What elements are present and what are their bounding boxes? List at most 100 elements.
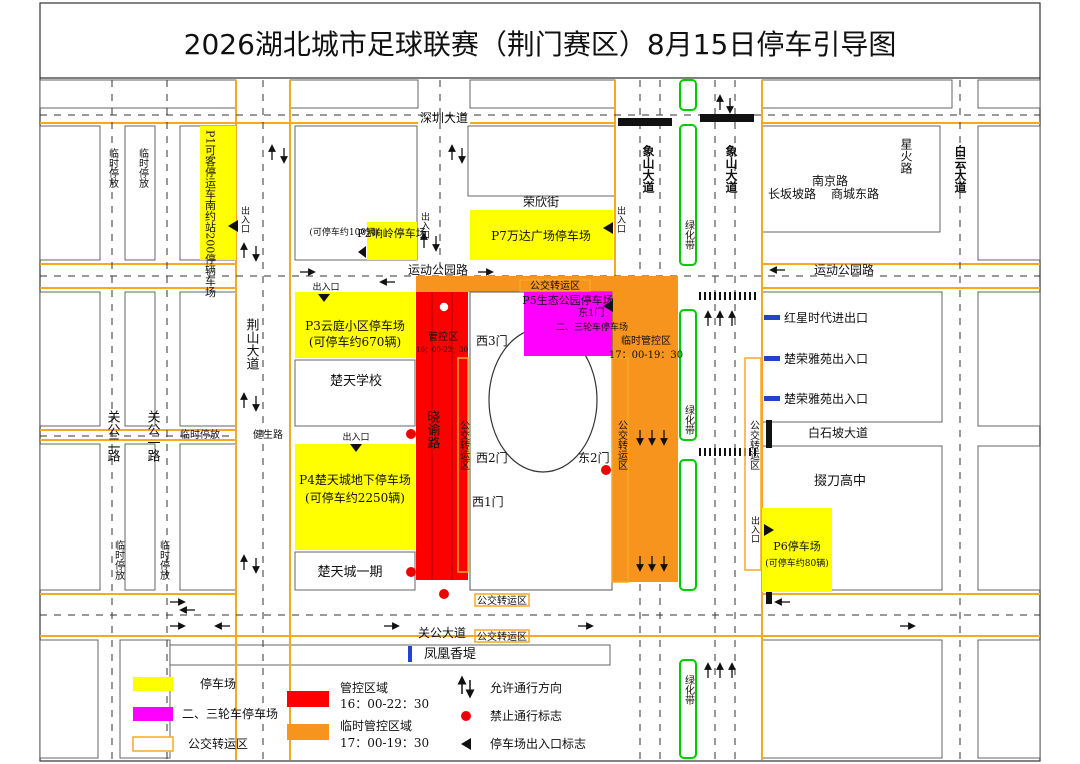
gate-east2: 东2门 xyxy=(578,450,610,465)
churong-marker-1 xyxy=(764,356,780,361)
legend-direction-label: 允许通行方向 xyxy=(490,680,562,695)
p4-label: P4楚天城地下停车场 xyxy=(299,472,411,487)
legend-temp-time: 17：00-19：30 xyxy=(340,736,429,750)
greenbelt-label-1: 绿化带 xyxy=(683,219,695,251)
legend-temp-swatch xyxy=(287,724,329,740)
gate-west1: 西1门 xyxy=(472,494,504,509)
road-guangong1: 关公一路 xyxy=(145,410,161,462)
p1-label: P1可客停运车南约站200停辆车场 xyxy=(204,130,217,298)
legend-parking-label: 停车场 xyxy=(200,676,236,691)
legend-control-time: 16：00-22：30 xyxy=(340,697,429,711)
greenbelt-label-3: 绿化带 xyxy=(683,674,695,706)
road-block-1 xyxy=(618,118,672,126)
p5-label: P5生态公园停车场 xyxy=(522,293,613,307)
churong-1: 楚荣雅苑出入口 xyxy=(784,351,868,366)
legend-entrance-icon xyxy=(461,738,471,750)
road-jiansheng: 健生路 xyxy=(253,428,283,441)
entrance-p7: 出入口 xyxy=(615,205,626,233)
fenghuang: 凤凰香堤 xyxy=(424,647,476,662)
temp-parking-2: 临时停放 xyxy=(137,147,149,189)
legend-bus-swatch xyxy=(132,736,174,752)
green-belts xyxy=(679,79,697,759)
bus-zone-east-label: 公交转运区 xyxy=(616,420,628,470)
road-rongxin: 荣欣街 xyxy=(523,195,559,209)
hongxing: 红星时代进出口 xyxy=(784,310,868,325)
control-zone-lines xyxy=(431,292,453,580)
road-shenzhen: 深圳大道 xyxy=(420,111,468,125)
churong-marker-2 xyxy=(764,396,780,401)
legend-trike-swatch xyxy=(133,707,173,721)
entrance-p4: 出入口 xyxy=(342,431,369,443)
legend-bus-label: 公交转运区 xyxy=(188,736,248,751)
chutian-phase1: 楚天城一期 xyxy=(317,565,382,580)
bus-zone-far-east-label: 公交转运区 xyxy=(748,420,760,470)
road-xiangshan-1: 象山大道 xyxy=(641,144,655,194)
p6-capacity: (可停车约80辆) xyxy=(765,557,828,569)
road-jingshan: 荆山大道 xyxy=(244,317,260,370)
city-blocks xyxy=(39,79,1041,759)
road-baiyun: 白云大道 xyxy=(953,144,967,194)
p2-lot xyxy=(367,222,417,260)
gate-east1: 东1门 xyxy=(578,306,604,319)
temp-zone-time: 17：00-19：30 xyxy=(609,350,683,361)
road-yundong-e: 运动公园路 xyxy=(814,262,874,277)
map-title: 2026湖北城市足球联赛（荆门赛区）8月15日停车引导图 xyxy=(184,28,897,61)
p5-trike-parking xyxy=(524,292,612,356)
road-shangcheng: 商城东路 xyxy=(831,186,879,201)
road-baishipo: 白石坡大道 xyxy=(808,425,868,440)
entrance-p3: 出入口 xyxy=(312,281,339,293)
entrance-p6: 出入口 xyxy=(749,515,760,543)
road-xiaoyu: 晓谕路 xyxy=(425,410,441,449)
control-zone-time: 16：00-22：30 xyxy=(416,346,468,354)
hongxing-marker xyxy=(764,315,780,320)
legend-noentry-icon xyxy=(461,711,471,721)
road-nanjing: 南京路 xyxy=(812,173,848,188)
legend-entrance-label: 停车场出入口标志 xyxy=(490,736,586,751)
churong-2: 楚荣雅苑出入口 xyxy=(784,391,868,406)
p2-capacity: (可停车约100辆) xyxy=(309,226,378,238)
temp-parking-3: 临时停放 xyxy=(180,428,220,441)
temp-zone-label: 临时管控区 xyxy=(621,334,671,347)
road-guangong2: 关公二路 xyxy=(105,410,121,462)
temp-control-zone-east xyxy=(612,276,678,582)
bodao-school: 掇刀高中 xyxy=(814,473,866,489)
no-entry-signs xyxy=(406,301,611,599)
road-yundong-w: 运动公园路 xyxy=(408,262,468,277)
p3-lot xyxy=(295,292,415,358)
legend-parking-swatch xyxy=(133,677,173,691)
p1-lot xyxy=(200,126,236,260)
road-guangong-ave: 关公大道 xyxy=(418,626,466,640)
p7-lot xyxy=(470,210,613,260)
direction-arrows xyxy=(170,94,916,678)
gate-west3: 西3门 xyxy=(476,333,508,348)
road-block-4 xyxy=(766,590,772,604)
entrance-p1: 出入口 xyxy=(239,205,250,233)
p6-lot xyxy=(762,508,832,592)
entrance-markers xyxy=(228,220,774,536)
p4-capacity: (可停车约2250辆) xyxy=(305,490,405,505)
entrance-p2: 出入口 xyxy=(419,211,430,239)
p6-label: P6停车场 xyxy=(773,539,820,553)
p7-label: P7万达广场停车场 xyxy=(491,228,591,243)
bus-zone-bottom-label: 公交转运区 xyxy=(477,594,527,607)
legend-noentry-label: 禁止通行标志 xyxy=(490,709,562,723)
road-block-3 xyxy=(766,420,772,448)
bus-zones xyxy=(457,279,762,643)
bus-zone-top-label: 公交转运区 xyxy=(530,279,580,292)
control-zone-label: 管控区 xyxy=(428,330,458,343)
legend-direction-icon xyxy=(457,675,475,699)
gate-west2: 西2门 xyxy=(476,450,508,465)
road-block-2 xyxy=(700,114,754,122)
p5-sublabel: 二、三轮车停车场 xyxy=(556,321,628,333)
p3-capacity: (可停车约670辆) xyxy=(309,334,401,349)
legend-control-label: 管控区域 xyxy=(340,680,388,695)
greenbelt-label-2: 绿化带 xyxy=(683,404,695,436)
road-xinghuo: 星火路 xyxy=(899,138,913,175)
legend: 停车场 二、三轮车停车场 公交转运区 管控区域 16：00-22：30 临时管控… xyxy=(132,675,586,752)
road-xiangshan-2: 象山大道 xyxy=(724,144,738,194)
p2-label: P2响岭停车场 xyxy=(357,226,426,240)
legend-temp-label: 临时管控区域 xyxy=(340,718,412,733)
bus-zone-guangong-label: 公交转运区 xyxy=(477,630,527,643)
control-zone xyxy=(416,292,468,580)
p3-label: P3云庭小区停车场 xyxy=(305,318,405,333)
